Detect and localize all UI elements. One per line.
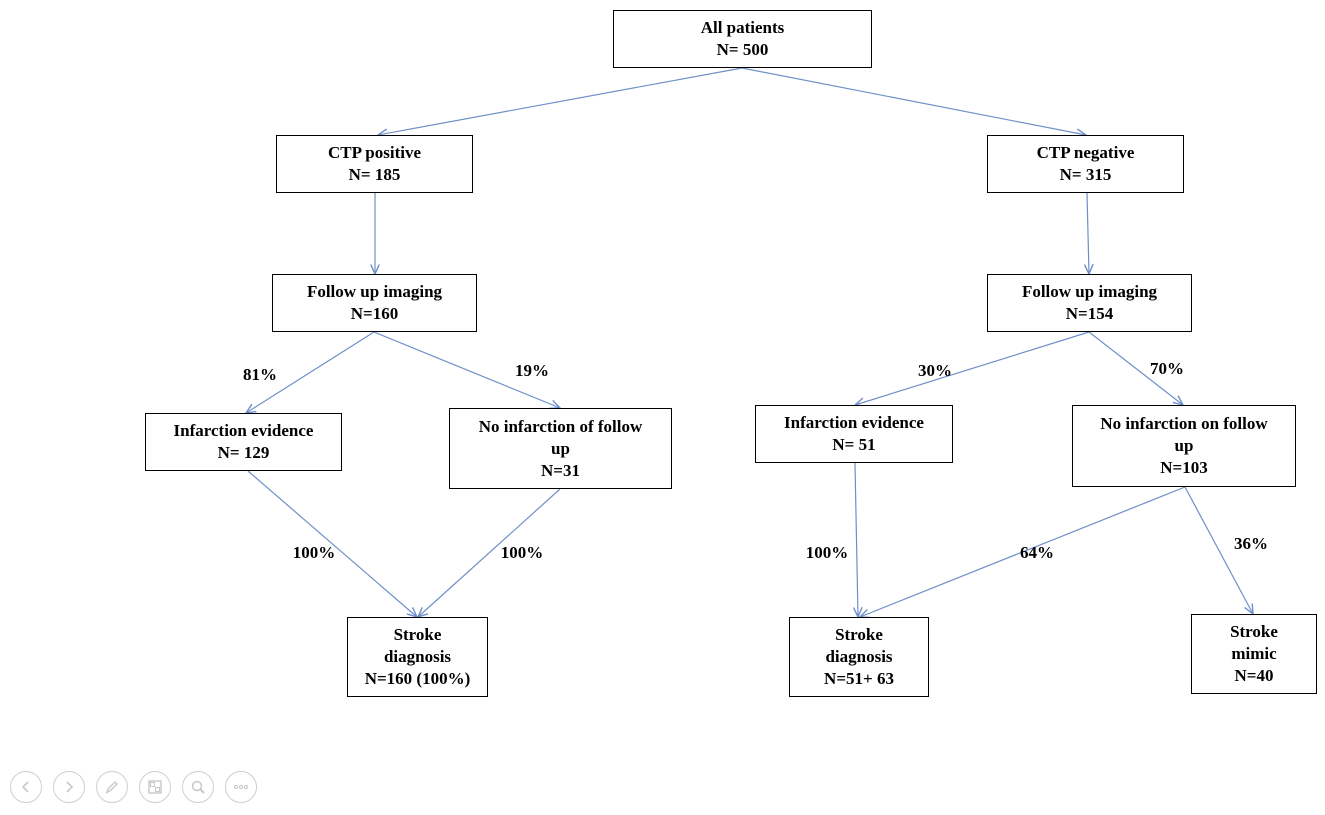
node-count: N=31: [541, 460, 580, 480]
node-label: Follow up imaging: [306, 282, 443, 301]
next-icon: [66, 781, 74, 793]
pct-100-no-infarction-pos: 100%: [500, 543, 544, 562]
arrow-ctp-negative-to-followup: [1087, 192, 1089, 274]
next-button[interactable]: [53, 771, 85, 803]
node-label-cont: up: [551, 438, 570, 458]
node-label: All patients: [700, 18, 785, 37]
node-stroke-diagnosis-negative: Stroke diagnosis N=51+ 63: [789, 617, 929, 697]
node-count: N= 500: [716, 40, 769, 59]
arrow-followup-to-no-infarction-neg: [1088, 331, 1183, 405]
previous-button[interactable]: [10, 771, 42, 803]
node-no-infarction-negative: No infarction on follow up N=103: [1072, 405, 1296, 487]
node-count: N=160 (100%): [364, 669, 471, 688]
arrow-followup-to-infarction-pos: [246, 331, 375, 413]
node-count: N= 129: [217, 443, 270, 462]
node-label: No infarction on follow: [1100, 414, 1268, 433]
pct-19: 19%: [515, 361, 549, 380]
pen-icon: [105, 781, 118, 794]
node-all-patients: All patients N= 500: [613, 10, 872, 68]
node-infarction-evidence-positive: Infarction evidence N= 129: [145, 413, 342, 471]
node-count: N=154: [1065, 304, 1114, 323]
node-label: CTP positive: [327, 143, 422, 162]
arrow-followup-to-infarction-neg: [855, 331, 1090, 405]
node-label: No infarction of follow: [478, 416, 643, 436]
pct-36: 36%: [1234, 534, 1268, 553]
node-label-cont: up: [1174, 436, 1194, 455]
node-no-infarction-positive: No infarction of follow up N=31: [449, 408, 672, 489]
node-followup-positive: Follow up imaging N=160: [272, 274, 477, 332]
node-infarction-evidence-negative: Infarction evidence N= 51: [755, 405, 953, 463]
node-stroke-diagnosis-positive: Stroke diagnosis N=160 (100%): [347, 617, 488, 697]
presentation-toolbar: [10, 771, 257, 803]
node-label: CTP negative: [1036, 143, 1135, 162]
pen-button[interactable]: [96, 771, 128, 803]
node-count: N= 51: [832, 435, 876, 454]
arrow-followup-to-no-infarction-pos: [373, 331, 560, 408]
node-label: Follow up imaging: [1021, 282, 1158, 301]
arrow-infarction-pos-to-stroke: [247, 470, 417, 617]
arrow-all-to-ctp-negative: [741, 67, 1086, 135]
pct-64: 64%: [1020, 543, 1054, 562]
node-label-cont: mimic: [1231, 644, 1277, 663]
node-label: Stroke: [393, 625, 442, 644]
node-count: N=160: [350, 304, 399, 323]
more-button[interactable]: [225, 771, 257, 803]
node-label: Infarction evidence: [173, 421, 314, 440]
node-ctp-positive: CTP positive N= 185: [276, 135, 473, 193]
arrow-all-to-ctp-positive: [378, 67, 743, 135]
node-count: N= 315: [1059, 165, 1112, 184]
pct-100-infarction-neg: 100%: [805, 543, 849, 562]
pct-81: 81%: [243, 365, 277, 384]
node-label-cont: diagnosis: [825, 647, 893, 666]
node-count: N=40: [1234, 666, 1274, 685]
pct-100-infarction-pos: 100%: [292, 543, 336, 562]
slides-button[interactable]: [139, 771, 171, 803]
node-count: N= 185: [348, 165, 401, 184]
node-label: Infarction evidence: [784, 413, 924, 432]
node-stroke-mimic: Stroke mimic N=40: [1191, 614, 1317, 694]
node-followup-negative: Follow up imaging N=154: [987, 274, 1192, 332]
node-count: N=51+ 63: [824, 669, 894, 688]
pct-30: 30%: [918, 361, 952, 380]
previous-icon: [21, 781, 29, 793]
node-count: N=103: [1160, 458, 1208, 477]
zoom-button[interactable]: [182, 771, 214, 803]
slides-icon: [148, 780, 162, 794]
arrow-no-infarction-pos-to-stroke: [418, 488, 561, 617]
arrow-no-infarction-neg-to-mimic: [1184, 486, 1253, 614]
zoom-icon: [191, 780, 205, 794]
node-label: Stroke: [1230, 622, 1278, 641]
node-ctp-negative: CTP negative N= 315: [987, 135, 1184, 193]
node-label-cont: diagnosis: [383, 647, 452, 666]
arrow-no-infarction-neg-to-stroke: [860, 486, 1186, 617]
pct-70: 70%: [1150, 359, 1184, 378]
arrow-infarction-neg-to-stroke: [855, 462, 858, 617]
more-icon: [233, 784, 249, 790]
node-label: Stroke: [835, 625, 883, 644]
